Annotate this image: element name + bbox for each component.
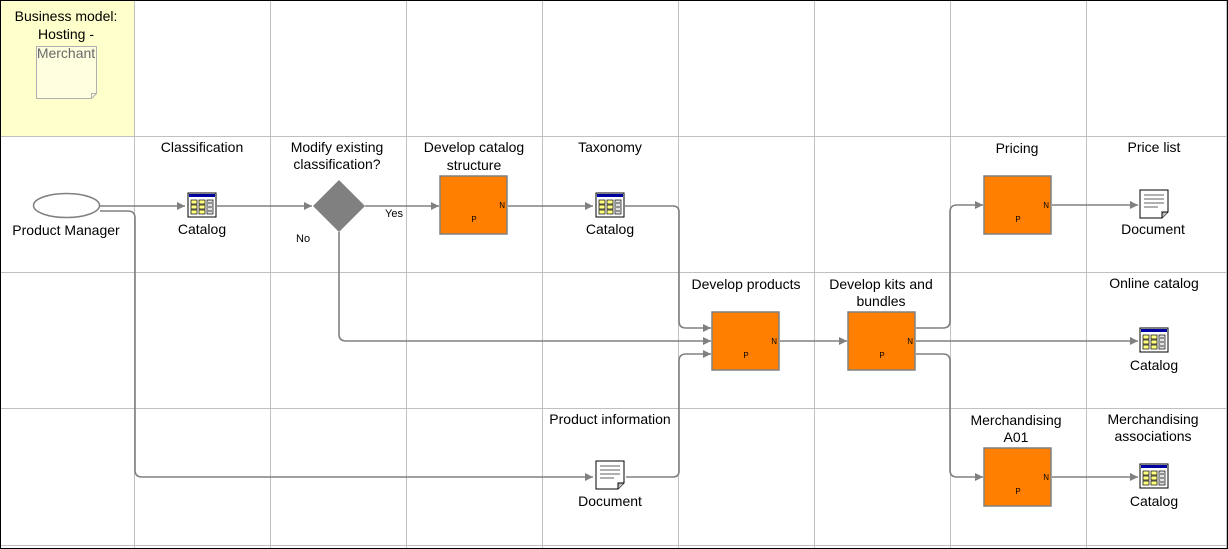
- catalog-icon[interactable]: [187, 192, 217, 218]
- product-info-title: Product information: [549, 411, 670, 427]
- merchandising-title-line2: A01: [1004, 429, 1029, 445]
- merchandising-p: P: [1015, 487, 1020, 496]
- connector-decision-develop-products: [338, 232, 711, 345]
- classification-label: Catalog: [178, 221, 226, 237]
- connector-develop-kits-pricing: [916, 201, 983, 329]
- decision-yes-label: Yes: [385, 208, 403, 220]
- product-info-label: Document: [578, 493, 642, 509]
- catalog-icon[interactable]: [595, 192, 625, 218]
- online-catalog-title: Online catalog: [1109, 275, 1199, 291]
- catalog-icon[interactable]: [1139, 327, 1169, 353]
- catalog-icon[interactable]: [1139, 463, 1169, 489]
- develop-catalog-title-line1: Develop catalog: [424, 139, 524, 155]
- merch-assoc-label: Catalog: [1130, 493, 1178, 509]
- connector-develop-kits-merchandising: [916, 353, 983, 481]
- decision-diamond[interactable]: [313, 180, 365, 232]
- develop-products-title: Develop products: [692, 276, 801, 292]
- develop-products-n: N: [771, 337, 777, 346]
- header-title-line1: Business model:: [15, 8, 118, 24]
- connector-taxonomy-develop-products: [625, 205, 711, 332]
- pricing-p: P: [1015, 215, 1020, 224]
- merchandising-title-line1: Merchandising: [970, 412, 1061, 428]
- taxonomy-label: Catalog: [586, 221, 634, 237]
- merch-assoc-title-line2: associations: [1114, 428, 1191, 444]
- develop-catalog-n: N: [499, 201, 505, 210]
- online-catalog-label: Catalog: [1130, 357, 1178, 373]
- header-cell: [0, 0, 134, 136]
- taxonomy-title: Taxonomy: [578, 139, 642, 155]
- pricing-title: Pricing: [996, 140, 1039, 156]
- price-list-label: Document: [1121, 221, 1185, 237]
- process-merchandising[interactable]: [983, 447, 1052, 507]
- document-icon[interactable]: [1139, 189, 1169, 219]
- process-develop-catalog[interactable]: [439, 175, 508, 235]
- develop-catalog-title-line2: structure: [447, 157, 502, 173]
- start-node-product-manager[interactable]: [32, 192, 101, 219]
- develop-kits-title-line2: bundles: [856, 293, 905, 309]
- price-list-title: Price list: [1128, 139, 1181, 155]
- develop-kits-title-line1: Develop kits and: [829, 276, 933, 292]
- decision-no-label: No: [296, 233, 310, 245]
- connector-start-product-info: [100, 210, 593, 481]
- connector-product-info-develop-products: [626, 350, 711, 478]
- develop-products-p: P: [743, 351, 748, 360]
- decision-title-line1: Modify existing: [291, 139, 384, 155]
- connectors: [100, 201, 1138, 481]
- process-develop-kits[interactable]: [847, 311, 916, 371]
- develop-catalog-p: P: [471, 215, 476, 224]
- note-icon: [36, 46, 97, 99]
- develop-kits-n: N: [907, 337, 913, 346]
- merchandising-n: N: [1043, 473, 1049, 482]
- process-develop-products[interactable]: [711, 311, 780, 371]
- process-pricing[interactable]: [983, 175, 1052, 235]
- develop-kits-p: P: [879, 351, 884, 360]
- header-title-line2: Hosting -: [38, 26, 94, 42]
- header-title-line3: Merchant: [37, 45, 95, 61]
- merch-assoc-title-line1: Merchandising: [1107, 411, 1198, 427]
- document-icon[interactable]: [595, 460, 625, 490]
- classification-title: Classification: [161, 139, 243, 155]
- pricing-n: N: [1043, 201, 1049, 210]
- start-label: Product Manager: [12, 222, 120, 238]
- decision-title-line2: classification?: [293, 156, 380, 172]
